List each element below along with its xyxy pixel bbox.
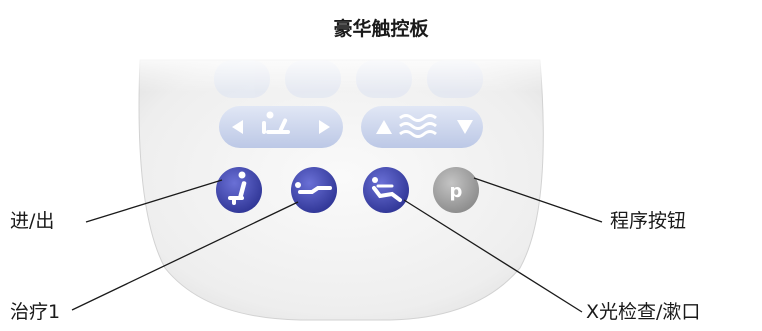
sit-up-icon bbox=[228, 171, 247, 205]
therapy-1-button bbox=[291, 167, 337, 213]
program-p-icon: p bbox=[450, 181, 463, 202]
xray-rinse-button bbox=[363, 167, 409, 213]
leader-therapy-1 bbox=[71, 201, 299, 311]
tilt-arrows-icon bbox=[232, 111, 330, 134]
callout-therapy-1: 治疗1 bbox=[10, 301, 61, 323]
rinse-pill-button bbox=[361, 106, 483, 148]
leader-enter-exit bbox=[85, 179, 223, 223]
touch-panel-body bbox=[138, 59, 544, 321]
recline-icon bbox=[372, 177, 402, 202]
lie-flat-icon bbox=[295, 182, 332, 194]
leader-program bbox=[473, 177, 603, 223]
callout-leader-lines bbox=[71, 177, 603, 313]
tilt-pill-button bbox=[219, 106, 343, 148]
callout-program-button: 程序按钮 bbox=[610, 210, 687, 232]
callout-enter-exit: 进/出 bbox=[10, 210, 55, 232]
program-button: p bbox=[433, 167, 479, 213]
leader-xray-rinse bbox=[403, 199, 583, 313]
rinse-arrows-icon bbox=[376, 114, 473, 138]
diagram-title: 豪华触控板 bbox=[333, 18, 429, 40]
callout-xray-rinse: X光检查/漱口 bbox=[586, 301, 701, 323]
enter-exit-button bbox=[216, 167, 262, 213]
